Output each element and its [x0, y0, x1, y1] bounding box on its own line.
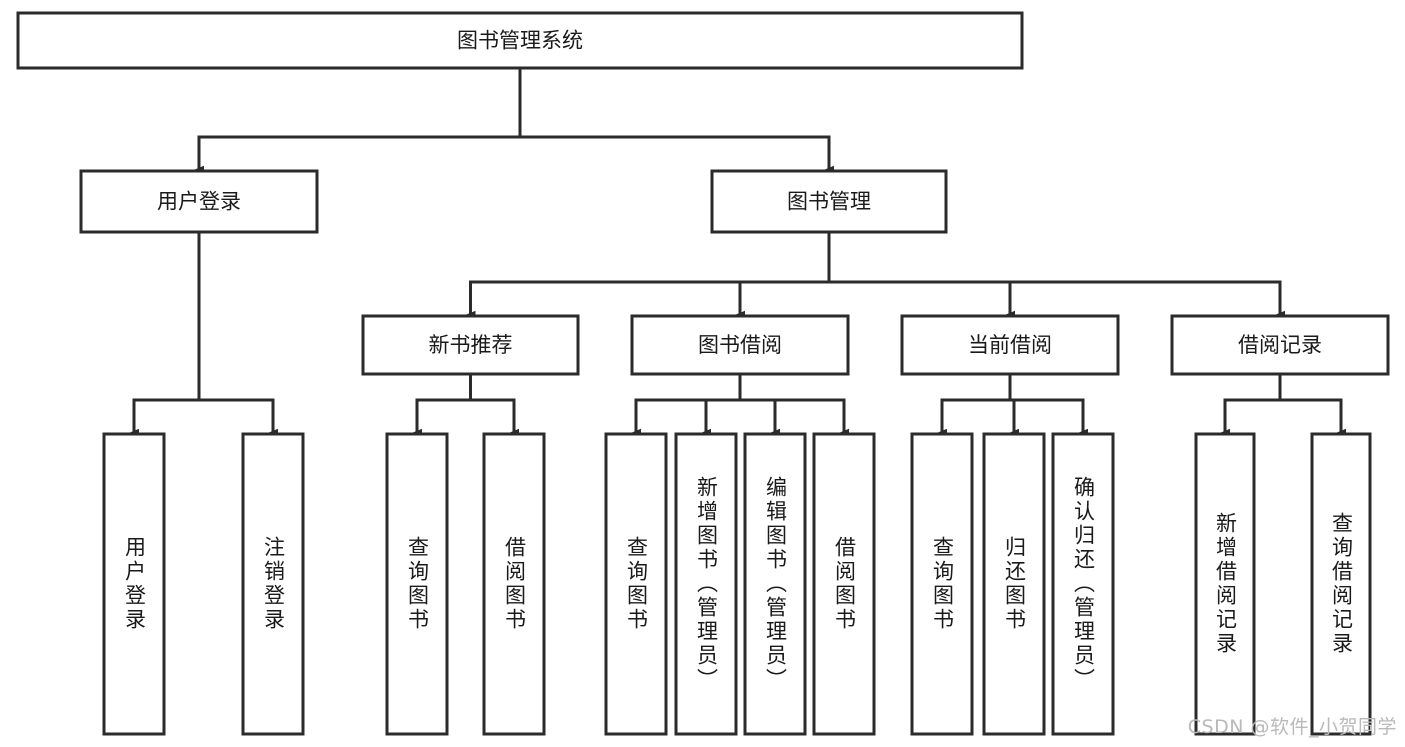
node-box-leaf-borrow-book-2[interactable]	[812, 432, 876, 736]
node-label-book-manage: 图书管理	[787, 190, 871, 214]
node-box-current-borrow[interactable]	[900, 314, 1120, 376]
node-box-leaf-return-book[interactable]	[982, 432, 1046, 736]
node-label-borrow-record: 借阅记录	[1238, 333, 1322, 357]
connector-layer	[134, 66, 1341, 433]
node-box-leaf-borrow-book-1[interactable]	[482, 432, 546, 736]
node-box-leaf-add-record[interactable]	[1194, 432, 1256, 736]
node-box-leaf-edit-book[interactable]	[743, 432, 807, 736]
node-box-new-book-rec[interactable]	[361, 314, 580, 376]
node-label-current-borrow: 当前借阅	[968, 333, 1052, 357]
node-box-leaf-logout[interactable]	[241, 432, 305, 736]
node-label-root: 图书管理系统	[457, 29, 583, 53]
node-label-new-book-rec: 新书推荐	[429, 333, 513, 357]
node-label-user-login: 用户登录	[157, 190, 241, 214]
node-label-book-borrow: 图书借阅	[698, 333, 782, 357]
node-box-layer	[16, 11, 1390, 736]
node-box-leaf-confirm-return[interactable]	[1051, 432, 1115, 736]
node-box-leaf-add-book[interactable]	[674, 432, 738, 736]
node-box-leaf-query-book-3[interactable]	[910, 432, 974, 736]
node-box-book-manage[interactable]	[710, 169, 948, 234]
watermark: CSDN @软件_小贺同学	[1187, 716, 1397, 738]
node-box-leaf-query-record[interactable]	[1310, 432, 1372, 736]
node-box-root[interactable]	[16, 11, 1024, 70]
node-box-leaf-query-book-1[interactable]	[385, 432, 449, 736]
node-box-user-login[interactable]	[79, 169, 319, 234]
node-box-book-borrow[interactable]	[630, 314, 850, 376]
node-box-leaf-user-login[interactable]	[102, 432, 166, 736]
node-box-borrow-record[interactable]	[1170, 314, 1390, 376]
node-box-leaf-query-book-2[interactable]	[604, 432, 668, 736]
